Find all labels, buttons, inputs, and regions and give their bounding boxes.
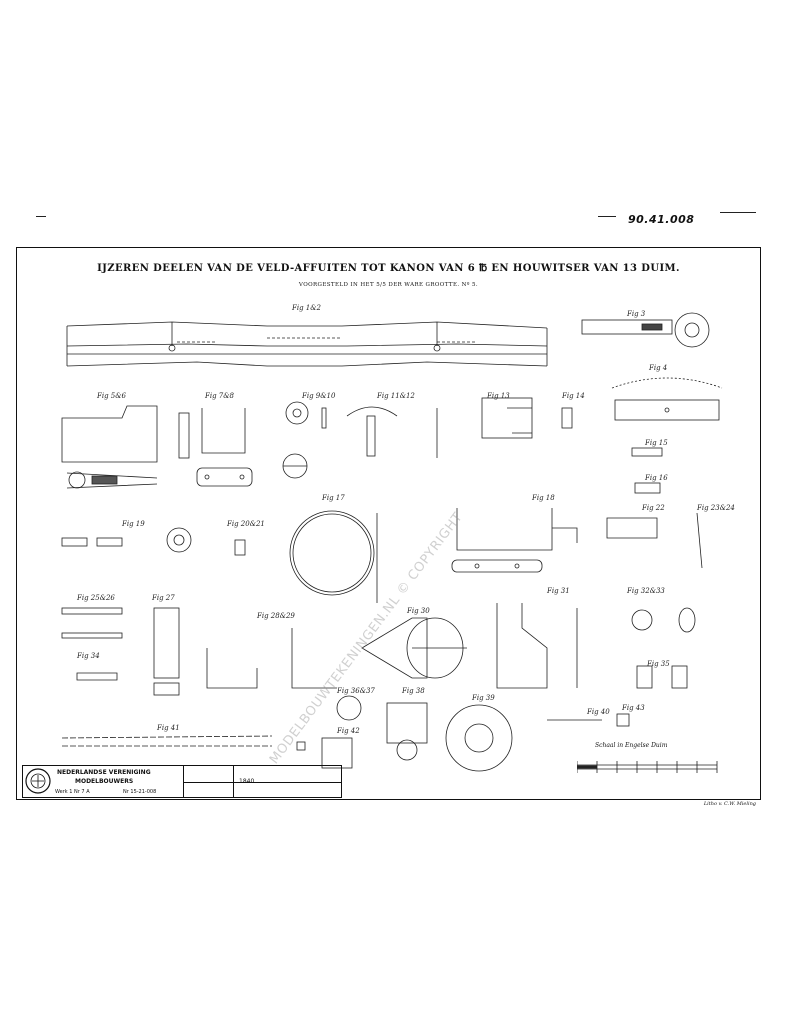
technical-drawing [61,312,723,772]
fig-label-20: Fig 28&29 [256,612,295,620]
fig-label-18: Fig 25&26 [76,594,115,602]
drawing-sheet: IJZEREN DEELEN VAN DE VELD-AFFUITEN TOT … [16,247,761,807]
title-block: NEDERLANDSE VERENIGING MODELBOUWERS Werk… [22,765,342,798]
figure-strap [451,508,578,573]
org-name-line2: MODELBOUWERS [75,778,134,785]
figure-small-links [631,447,663,494]
title-block-rule [183,782,341,783]
fig-label-24: Fig 34 [76,652,100,660]
fig-label-1: Fig 1&2 [291,304,321,312]
fig-label-19: Fig 27 [151,594,175,602]
figure-cap-square [496,603,578,689]
figure-hook-plate-right [606,512,703,569]
fig-label-23: Fig 32&33 [626,587,665,595]
figure-small-straps [61,527,246,556]
sheet-subtitle: VOORGESTELD IN HET 5/5 DER WARE GROOTTE.… [298,282,479,288]
figure-discs [321,695,513,772]
figure-trunnion-band [361,617,467,679]
fig-label-25: Fig 35 [646,660,670,668]
fig-label-8: Fig 13 [486,392,510,400]
trim-mark-far-right [720,212,756,213]
fig-label-5: Fig 7&8 [204,392,234,400]
figure-arched-plate [611,377,723,421]
figure-clamp [481,397,573,439]
figure-washer [282,401,327,479]
society-logo-icon [25,768,51,794]
figure-flat-bars [61,607,123,681]
fig-label-16: Fig 22 [641,504,665,512]
lithographer-note: Litho v. C.W. Mieling [703,801,756,807]
fig-label-2: Fig 3 [626,310,646,318]
sheet-title: IJZEREN DEELEN VAN DE VELD-AFFUITEN TOT … [97,263,680,274]
fig-label-10: Fig 15 [644,439,668,447]
fig-label-31: Fig 42 [336,727,360,735]
fig-label-21: Fig 30 [406,607,430,615]
figure-axle-bar [66,321,548,367]
fig-label-7: Fig 11&12 [376,392,415,400]
figure-stirrup [178,408,253,487]
figure-hook-plate [61,405,158,489]
title-block-divider [183,766,184,797]
trim-mark-right [598,216,616,217]
fig-label-9: Fig 14 [561,392,585,400]
figure-long-rod [547,713,630,727]
fig-label-12: Fig 17 [321,494,345,502]
figure-tall-plate [153,607,180,696]
fig-label-30: Fig 41 [156,724,180,732]
drawing-date: 1840 [239,778,255,785]
title-block-divider [233,766,234,797]
fig-label-3: Fig 4 [648,364,667,372]
scale-bar [577,761,718,773]
figure-bolt [346,406,438,458]
fig-label-28: Fig 39 [471,694,495,702]
figure-bottom-bars [61,735,306,751]
figure-eye-bolts [631,607,696,689]
trim-mark-left [36,216,46,217]
fig-label-32: Fig 43 [621,704,645,712]
figure-l-brackets [206,628,337,689]
archive-stamp: 90.41.008 [628,213,695,226]
fig-label-29: Fig 40 [586,708,610,716]
figure-large-ring [289,510,378,603]
figure-labels: Fig 1&2 Fig 3 Fig 4 Fig 5&6 Fig 7&8 Fig … [76,304,735,735]
fig-label-13: Fig 18 [531,494,555,502]
fig-label-22: Fig 31 [546,587,570,595]
scale-label: Schaal in Engelse Duim [595,742,668,749]
fig-label-14: Fig 19 [121,520,145,528]
fig-label-15: Fig 20&21 [226,520,265,528]
fig-label-11: Fig 16 [644,474,668,482]
fig-label-26: Fig 36&37 [336,687,375,695]
figure-ring-bracket [581,312,710,348]
org-name-line1: NEDERLANDSE VERENIGING [57,769,151,776]
drawing-number: Nr 15-21-008 [123,789,157,795]
fig-label-27: Fig 38 [401,687,425,695]
fig-label-4: Fig 5&6 [96,392,126,400]
drawing-code: Werk 1 Nr 7 A [55,789,90,795]
fig-label-6: Fig 9&10 [301,392,336,400]
fig-label-17: Fig 23&24 [696,504,735,512]
